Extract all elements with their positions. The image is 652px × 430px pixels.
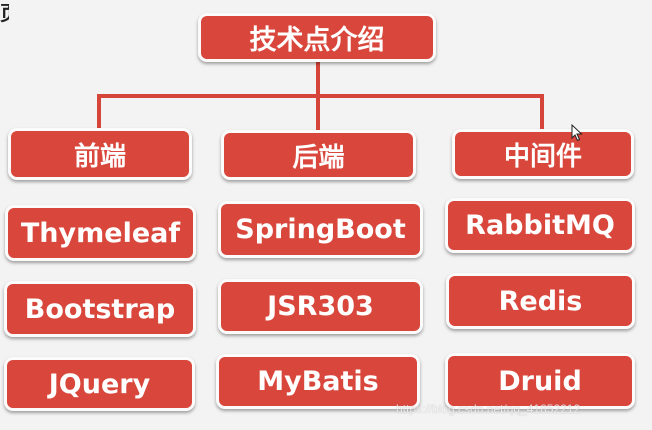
connector-horizontal — [97, 94, 544, 98]
tech-item-bootstrap: Bootstrap — [4, 281, 196, 337]
connector-middle-down — [316, 94, 320, 134]
tech-item-thymeleaf: Thymeleaf — [5, 205, 196, 261]
connector-right-down — [540, 94, 544, 134]
tech-item-jsr303: JSR303 — [218, 279, 423, 334]
connector-root-down — [316, 60, 320, 98]
tech-item-springboot: SpringBoot — [218, 201, 423, 258]
root-node: 技术点介绍 — [198, 13, 436, 62]
tech-item-jquery: JQuery — [4, 357, 195, 411]
tech-item-druid: Druid — [445, 353, 635, 409]
cropped-edge-glyph: 页 — [0, 4, 9, 28]
connector-left-down — [97, 94, 101, 134]
tech-item-rabbitmq: RabbitMQ — [445, 198, 635, 253]
category-frontend: 前端 — [8, 128, 192, 180]
tech-item-redis: Redis — [446, 273, 635, 329]
tech-item-mybatis: MyBatis — [216, 354, 420, 409]
watermark-url: https://blog.csdn.net/qq_41852212 — [396, 402, 581, 416]
mouse-cursor-icon — [571, 124, 583, 142]
category-middleware: 中间件 — [452, 129, 634, 179]
category-backend: 后端 — [221, 130, 416, 180]
